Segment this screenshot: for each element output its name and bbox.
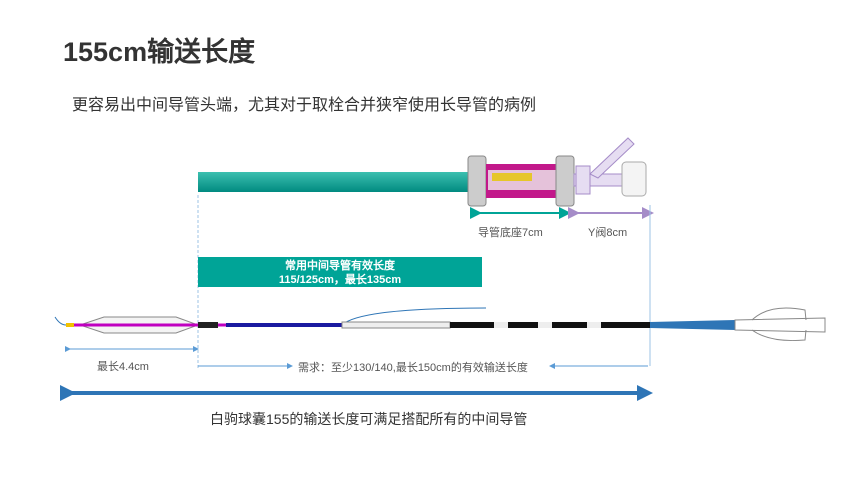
page-title: 155cm输送长度 (63, 37, 256, 67)
y-valve-length-label: Y阀8cm (588, 227, 628, 239)
balloon-length-label: 最长4.4cm (97, 361, 149, 373)
hub-length-label: 导管底座7cm (478, 227, 543, 239)
box-line-2: 115/125cm，最长135cm (278, 274, 402, 286)
intermediate-catheter (198, 172, 472, 192)
balloon-device (54, 307, 826, 341)
y-valve (573, 137, 647, 197)
box-line-1: 常用中间导管有效长度 (285, 260, 395, 272)
intermediate-catheter-length-box: 常用中间导管有效长度 115/125cm，最长135cm (198, 257, 482, 287)
requirement-label: 需求：至少130/140,最长150cm的有效输送长度 (298, 362, 528, 374)
catheter-hub (467, 155, 575, 207)
caption: 白驹球囊155的输送长度可满足搭配所有的中间导管 (210, 411, 528, 427)
subtitle: 更容易出中间导管头端，尤其对于取栓合并狭窄使用长导管的病例 (72, 97, 537, 114)
